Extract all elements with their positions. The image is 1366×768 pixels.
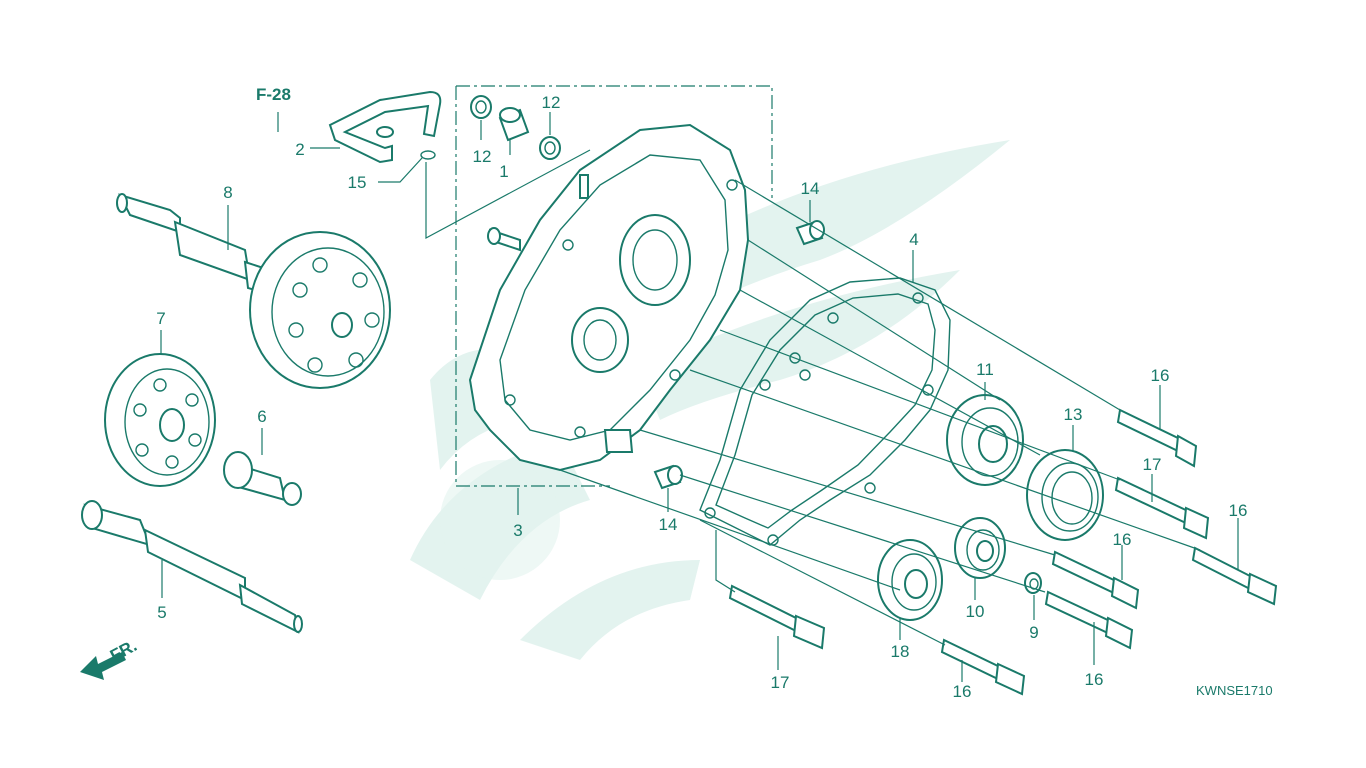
part-transmission-cover[interactable] — [468, 123, 750, 472]
part-dowel-pin-lower[interactable] — [653, 464, 683, 490]
part-counter-shaft[interactable] — [223, 451, 302, 506]
callout-8[interactable]: 8 — [223, 183, 232, 202]
callout-7[interactable]: 7 — [156, 309, 165, 328]
part-dowel-pipe[interactable] — [498, 107, 530, 142]
callout-18[interactable]: 18 — [891, 642, 910, 661]
callout-4[interactable]: 4 — [909, 230, 918, 249]
part-oil-seal-left[interactable] — [470, 95, 492, 119]
part-bolt-16-lower[interactable] — [1044, 590, 1134, 650]
callout-16-mid[interactable]: 16 — [1113, 530, 1132, 549]
part-bolt-16-mid[interactable] — [1051, 550, 1140, 610]
callout-12-left[interactable]: 12 — [473, 147, 492, 166]
part-bolt-17-right[interactable] — [1114, 476, 1210, 540]
callout-12-right[interactable]: 12 — [542, 93, 561, 112]
drawing-code: KWNSE1710 — [1196, 683, 1273, 698]
part-oil-seal-13[interactable] — [1026, 449, 1104, 541]
callout-6[interactable]: 6 — [257, 407, 266, 426]
part-counter-gear[interactable] — [104, 353, 216, 487]
part-bearing-18[interactable] — [877, 539, 943, 621]
part-bolt-16-top[interactable] — [1116, 408, 1198, 468]
callout-5[interactable]: 5 — [157, 603, 166, 622]
callout-16-top[interactable]: 16 — [1151, 366, 1170, 385]
callout-16-far-right[interactable]: 16 — [1229, 501, 1248, 520]
callout-15[interactable]: 15 — [348, 173, 367, 192]
part-bearing-10[interactable] — [954, 517, 1006, 579]
part-clip[interactable] — [420, 150, 436, 160]
callout-11[interactable]: 11 — [976, 360, 994, 379]
group-box-3 — [455, 85, 773, 487]
front-direction-arrow: FR. — [80, 636, 140, 680]
callout-10[interactable]: 10 — [966, 602, 985, 621]
part-bolt-16-bottom[interactable] — [940, 638, 1026, 696]
callout-3[interactable]: 3 — [513, 521, 522, 540]
callout-17-left[interactable]: 17 — [771, 673, 790, 692]
callout-16-lower[interactable]: 16 — [1085, 670, 1104, 689]
callout-2[interactable]: 2 — [295, 140, 304, 159]
callout-14-lower[interactable]: 14 — [659, 515, 678, 534]
callout-14-upper[interactable]: 14 — [801, 179, 820, 198]
part-bolt-17-left[interactable] — [728, 584, 826, 650]
callout-17-right[interactable]: 17 — [1143, 455, 1162, 474]
callout-16-bottom[interactable]: 16 — [953, 682, 972, 701]
leader-lines — [160, 112, 1239, 682]
part-washer-9[interactable] — [1024, 572, 1042, 594]
callout-labels: 1 2 3 4 5 6 7 8 9 10 11 12 12 13 14 14 1… — [156, 93, 1247, 701]
reference-tag[interactable]: F-28 — [256, 85, 291, 104]
part-drive-shaft[interactable] — [81, 500, 303, 634]
callout-1[interactable]: 1 — [499, 162, 508, 181]
part-final-shaft[interactable] — [116, 193, 391, 389]
callout-13[interactable]: 13 — [1064, 405, 1083, 424]
part-hose[interactable] — [328, 90, 442, 164]
part-bolt-16-far-right[interactable] — [1191, 546, 1278, 606]
callout-9[interactable]: 9 — [1029, 623, 1038, 642]
part-oil-seal-right[interactable] — [539, 136, 561, 160]
